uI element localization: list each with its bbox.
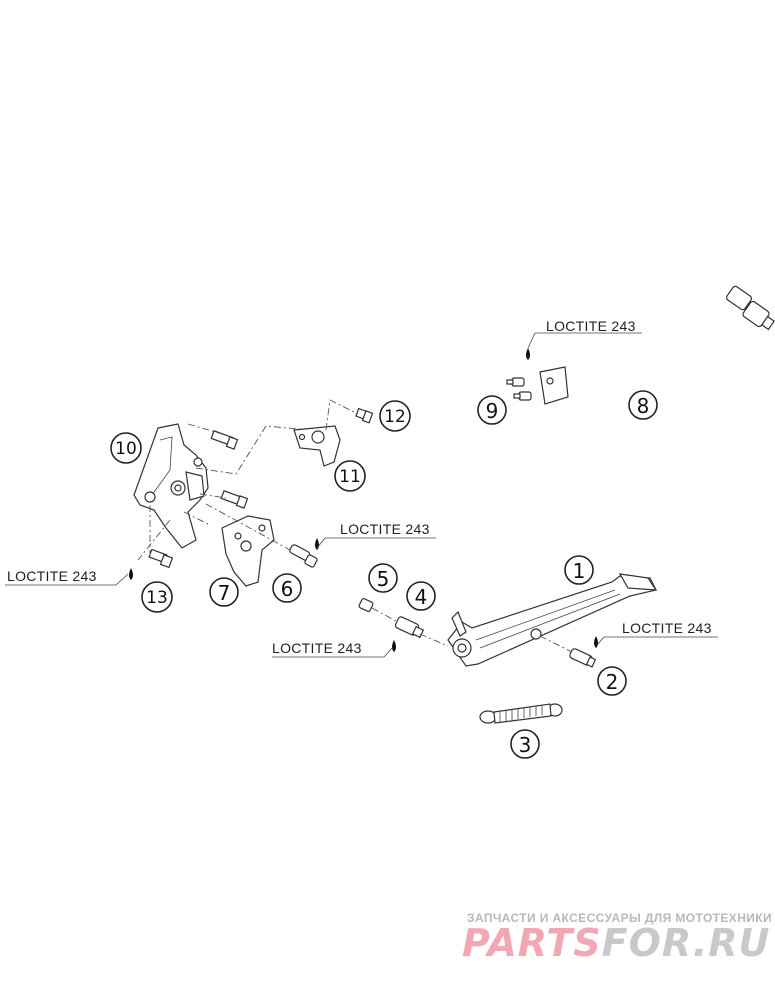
callout-13: 13 (141, 581, 173, 613)
loctite-label-2: LOCTITE 243 (622, 620, 712, 636)
callout-3: 3 (510, 729, 540, 759)
svg-text:5: 5 (377, 567, 390, 591)
loctite-label-13: LOCTITE 243 (7, 568, 97, 584)
loctite-drop-icon (315, 538, 319, 550)
loctite-drop-icon (526, 348, 530, 360)
watermark-logo: PARTSFOR.RU (462, 921, 770, 965)
plate-part-7 (221, 515, 275, 587)
watermark-tagline: ЗАПЧАСТИ И АКСЕССУАРЫ ДЛЯ МОТОТЕХНИКИ (467, 911, 773, 925)
callout-2: 2 (597, 666, 627, 696)
watermark-logo-part2: FOR.RU (601, 921, 771, 965)
nut-part-5 (358, 597, 374, 613)
svg-text:6: 6 (281, 577, 294, 601)
svg-text:13: 13 (146, 588, 168, 608)
callout-7: 7 (209, 577, 239, 607)
svg-text:2: 2 (606, 670, 619, 694)
svg-text:11: 11 (339, 467, 361, 487)
sidestand-part-1 (447, 573, 658, 667)
sensor-cable-part-8 (539, 268, 775, 405)
bracket-part-10 (133, 423, 209, 549)
screws-part-9 (506, 348, 532, 401)
pin-part-6 (289, 538, 319, 568)
watermark-logo-part1: PARTS (462, 921, 602, 965)
callout-4: 4 (406, 581, 436, 611)
loctite-label-6: LOCTITE 243 (340, 521, 430, 537)
spring-part-3 (479, 703, 563, 724)
svg-text:10: 10 (115, 439, 137, 459)
svg-text:1: 1 (573, 559, 586, 583)
svg-text:4: 4 (415, 585, 428, 609)
svg-text:3: 3 (519, 733, 532, 757)
sensor-holder-part-11 (293, 425, 341, 467)
callout-12: 12 (379, 400, 411, 432)
loctite-label-4: LOCTITE 243 (272, 640, 362, 656)
callout-10: 10 (110, 432, 142, 464)
loctite-drop-icon (594, 636, 598, 648)
loctite-drop-icon (392, 640, 396, 652)
svg-text:9: 9 (486, 399, 499, 423)
bracket-bolts (129, 430, 249, 580)
callout-11: 11 (334, 460, 366, 492)
svg-text:7: 7 (218, 581, 231, 605)
callout-5: 5 (368, 563, 398, 593)
callout-8: 8 (628, 390, 658, 420)
bolt-part-2 (569, 636, 598, 668)
svg-text:12: 12 (384, 407, 406, 427)
screw-part-12 (355, 407, 374, 424)
svg-text:8: 8 (637, 394, 650, 418)
callout-1: 1 (564, 555, 594, 585)
pivot-bolt-part-4 (394, 616, 425, 639)
loctite-drop-icon (129, 568, 133, 580)
callout-9: 9 (477, 395, 507, 425)
loctite-label-9: LOCTITE 243 (546, 318, 636, 334)
callout-6: 6 (272, 573, 302, 603)
